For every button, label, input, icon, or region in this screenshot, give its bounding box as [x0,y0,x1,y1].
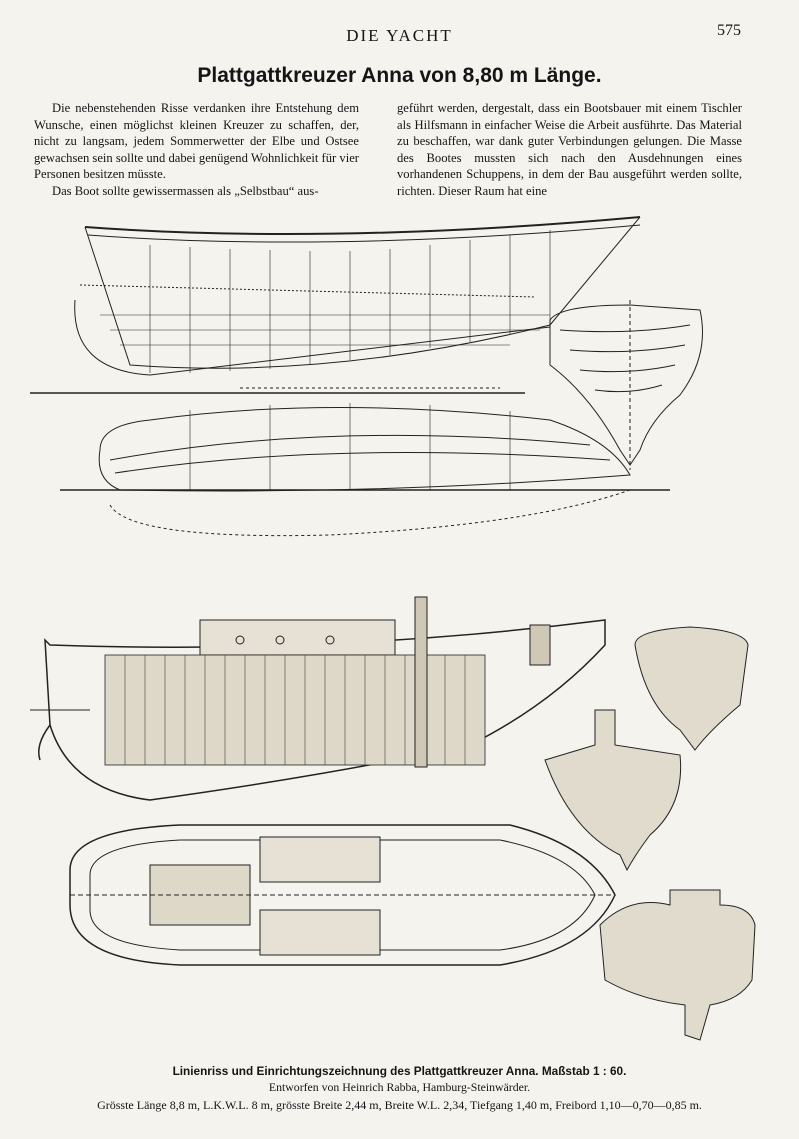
longitudinal-section [30,596,606,801]
page-number: 575 [717,22,741,39]
paragraph: Das Boot sollte gewissermassen als „Selb… [52,183,319,198]
caption-scale: Maßstab 1 : 60. [541,1064,627,1078]
body-plan [549,300,703,470]
dimensions-line: Grösste Länge 8,8 m, L.K.W.L. 8 m, gröss… [97,1098,702,1112]
deck-plan [69,824,616,966]
profile-plan [30,216,641,394]
cross-sections [544,626,756,1041]
article-title: Plattgattkreuzer Anna von 8,80 m Länge. [197,64,602,87]
figure-caption: Linienriss und Einrichtungszeichnung des… [0,1064,799,1078]
caption-title: Linienriss und Einrichtungszeichnung des… [172,1064,539,1078]
half-breadth-plan [60,403,670,537]
text-column-right: geführt werden, dergestalt, dass ein Boo… [397,100,742,200]
paragraph: geführt werden, dergestalt, dass ein Boo… [397,101,742,198]
text-column-left: Die nebenstehenden Risse verdanken ihre … [34,100,359,200]
paragraph: Die nebenstehenden Risse verdanken ihre … [34,101,359,182]
running-title: DIE YACHT [346,26,453,45]
yacht-plans-drawing [30,216,756,1041]
designer-credit: Entworfen von Heinrich Rabba, Hamburg-St… [268,1080,531,1094]
